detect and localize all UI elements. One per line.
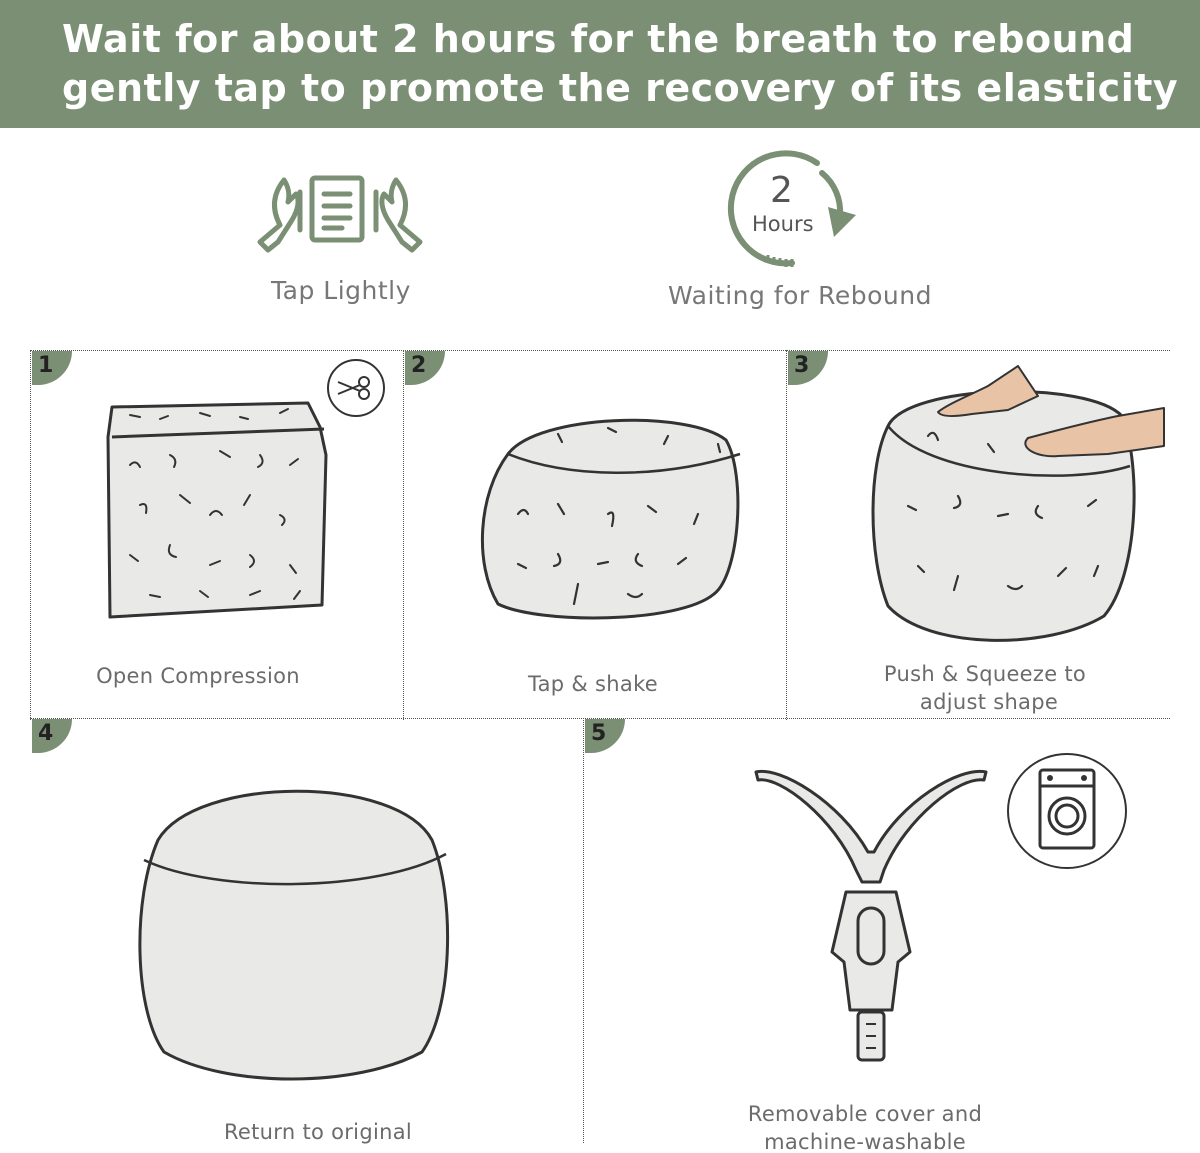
grid-line xyxy=(30,350,31,720)
step-badge-5: 5 xyxy=(585,719,625,753)
timer-icon xyxy=(727,150,856,267)
push-squeeze-pouf-illustration xyxy=(871,365,1165,642)
grid-line xyxy=(30,350,1170,351)
step-badge-1: 1 xyxy=(32,351,72,385)
timer-number: 2 xyxy=(770,170,793,211)
grid-line xyxy=(786,350,787,720)
grid-line xyxy=(30,718,1170,719)
step-5-label-line-1: Removable cover and xyxy=(747,1102,983,1126)
tap-lightly-label: Tap Lightly xyxy=(271,276,411,305)
grid-line xyxy=(583,718,584,1143)
step-5-label-line-2: machine-washable xyxy=(764,1130,966,1153)
tap-hands-icon xyxy=(257,175,423,253)
scissors-icon xyxy=(327,359,385,417)
step-4-label: Return to original xyxy=(223,1120,412,1144)
step-badge-2: 2 xyxy=(405,351,445,385)
waiting-label: Waiting for Rebound xyxy=(668,281,932,310)
step-3-label-line-2: adjust shape xyxy=(919,690,1059,714)
step-badge-3: 3 xyxy=(788,351,828,385)
banner-line-2: gently tap to promote the recovery of it… xyxy=(62,66,1179,110)
original-pouf-illustration xyxy=(138,789,450,1081)
washing-machine-icon xyxy=(1007,753,1127,869)
zipper-icon xyxy=(754,769,988,1062)
step-3-label-line-1: Push & Squeeze to xyxy=(883,662,1087,686)
timer-unit: Hours xyxy=(752,212,814,236)
step-1-label: Open Compression xyxy=(96,664,300,688)
compressed-pouf-illustration xyxy=(106,401,328,619)
banner-line-1: Wait for about 2 hours for the breath to… xyxy=(62,17,1135,61)
step-2-label: Tap & shake xyxy=(527,672,659,696)
tap-shake-pouf-illustration xyxy=(480,418,741,620)
step-badge-4: 4 xyxy=(32,719,72,753)
header-banner: Wait for about 2 hours for the breath to… xyxy=(0,0,1200,128)
grid-line xyxy=(403,350,404,720)
